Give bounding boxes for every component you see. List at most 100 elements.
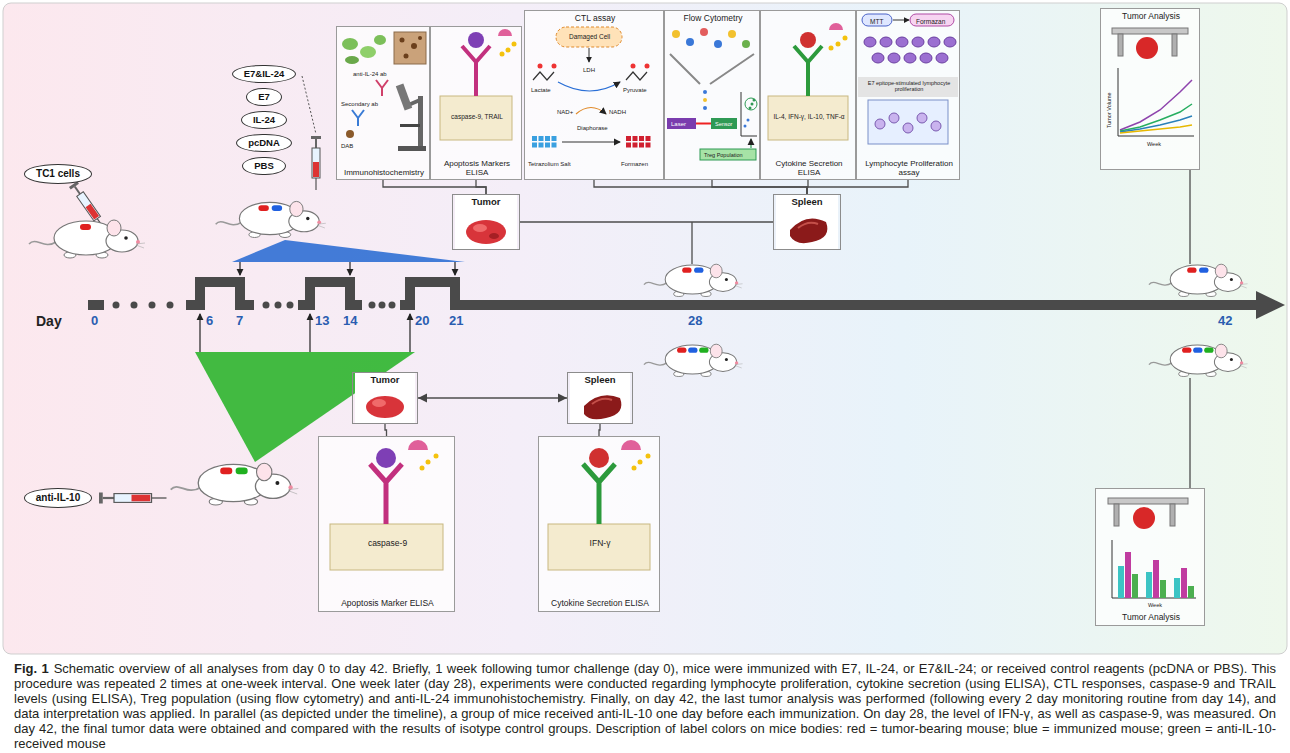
mice (644, 264, 743, 296)
proliferation-art (880, 37, 892, 47)
flow-cytometry-art (703, 98, 707, 102)
organ-image (473, 224, 487, 232)
mice (272, 205, 282, 211)
tumor-analysis-art (1114, 504, 1119, 526)
proliferation-art (875, 119, 885, 129)
mice (699, 348, 708, 353)
proliferation-art (903, 123, 913, 133)
proliferation-art (896, 37, 908, 47)
panel-title: Immunohistochemistry (340, 168, 428, 177)
mice (171, 463, 299, 505)
label-slot: 0 (91, 314, 98, 329)
connector (476, 180, 486, 194)
label-slot: 42 (1218, 314, 1232, 329)
ctl-assay-art (552, 143, 557, 148)
mice (216, 201, 326, 237)
immunohistochemistry-art (400, 124, 420, 127)
text-slot: Tumor Analysis (1099, 613, 1203, 623)
elisa-art (468, 32, 484, 48)
panel-annotation: Tetrazolium Salt (528, 161, 571, 168)
connector (385, 424, 387, 436)
text-slot: LDH (583, 67, 595, 74)
timeline (113, 302, 120, 309)
immunohistochemistry-art (376, 80, 388, 96)
mice (80, 224, 91, 230)
elisa-art (420, 466, 425, 471)
panel-title: Lymphocyte Proliferation assay (860, 159, 958, 177)
ctl-assay-art (626, 136, 631, 141)
mice (216, 201, 326, 237)
ctl-assay-art (532, 143, 537, 148)
ctl-assay-art (545, 143, 550, 148)
flow-cytometry-art (741, 92, 757, 136)
flow-cytometry-art (749, 107, 752, 110)
flow-cytometry-art (745, 98, 757, 110)
ctl-assay-art (538, 64, 543, 69)
panel-title: Tumor Analysis (1099, 613, 1203, 623)
elisa-art (370, 464, 402, 524)
flow-cytometry-art (700, 149, 756, 160)
timeline (167, 302, 174, 309)
label-slot: 14 (343, 314, 357, 329)
panel-annotation: Lactate (531, 87, 551, 94)
tumor-analysis-art (1108, 28, 1196, 598)
organ-label: Tumor (353, 373, 417, 386)
method-panel: CTL assayDamaged CellLactateLDHPyruvateN… (524, 10, 664, 180)
immunization-triangle (349, 262, 350, 275)
immunohistochemistry-art (360, 46, 376, 58)
ctl-assay-art (532, 136, 537, 141)
flow-cytometry-art (742, 40, 750, 48)
text-slot: Laser (671, 121, 686, 128)
text-slot: Diaphorase (577, 125, 608, 132)
panel-annotation: E7 epitope-stimulated lymphocyte prolife… (861, 80, 957, 93)
tumor-analysis-art (1125, 552, 1131, 598)
ctl-assay-art (639, 136, 644, 141)
mice (644, 344, 743, 376)
oval-label: E7&IL-24 (244, 69, 285, 80)
text-slot: Week (1148, 602, 1162, 608)
immunohistochemistry-art (418, 36, 422, 40)
elisa-art (512, 42, 517, 47)
flow-cytometry-art (714, 40, 722, 48)
panel-ground (336, 26, 430, 180)
syringes (99, 493, 167, 504)
tumor-analysis-art (1160, 580, 1166, 598)
oval-label: TC1 cells (36, 168, 80, 180)
panel-title: IFN-γ (542, 539, 658, 549)
text-slot: IFN-γ (542, 539, 658, 549)
flow-cytometry-art (700, 28, 708, 36)
text-slot: Immunohistochemistry (340, 168, 428, 177)
flow-cytometry-art (744, 125, 747, 128)
tumor-analysis-art (1112, 28, 1188, 34)
organ-label: Tumor (453, 195, 519, 208)
vaccine-oval: E7 (246, 88, 282, 107)
proliferation-art (936, 53, 948, 63)
timeline (88, 300, 104, 310)
immunohistochemistry-art (404, 54, 409, 59)
ctl-assay-art (639, 143, 644, 148)
immunohistochemistry-art (396, 83, 412, 110)
mice (644, 264, 743, 296)
proliferation-art (864, 37, 956, 63)
ctl-assay-art (539, 143, 544, 148)
label-slot: 7 (236, 314, 243, 329)
proliferation-art (910, 14, 954, 26)
organ-image (790, 218, 827, 243)
mice (682, 268, 691, 273)
immunohistochemistry-art (342, 38, 358, 50)
tumor-analysis-art (1112, 540, 1196, 598)
immunohistochemistry-art (346, 130, 354, 138)
text-slot: MTT (870, 18, 883, 25)
ctl-assay-art (633, 136, 638, 141)
method-panel: WeekTumor Analysis (1095, 488, 1205, 626)
immunohistochemistry-art (398, 146, 426, 151)
mice (688, 348, 697, 353)
mice (677, 348, 686, 353)
figure-caption: Fig. 1Schematic overview of all analyses… (14, 662, 1276, 752)
label-slot: Day (36, 313, 62, 329)
mice (1149, 344, 1248, 376)
flow-cytometry-art (667, 118, 696, 129)
flow-cytometry-art (672, 30, 680, 38)
label-slot: 6 (206, 314, 213, 329)
